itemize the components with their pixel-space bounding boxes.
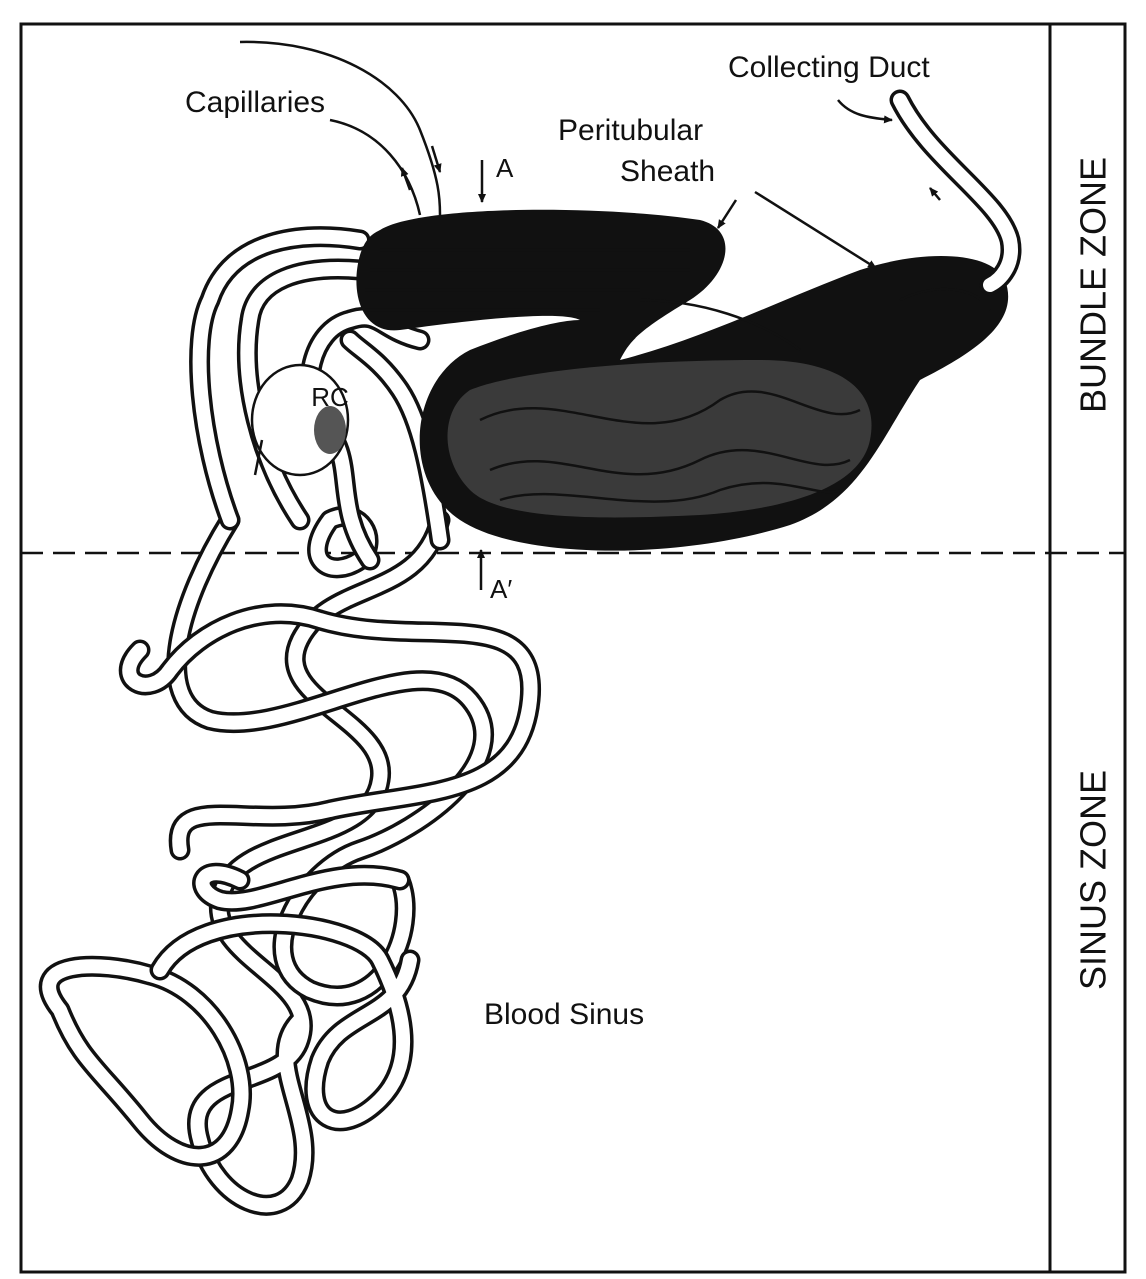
- section-a-prime-label: A′: [490, 574, 512, 604]
- peritubular-pointer-1: [716, 199, 738, 229]
- sinus-zone-label: SINUS ZONE: [1073, 770, 1114, 990]
- rc-label: RC: [311, 382, 349, 412]
- sinus-zone-tubule: [38, 505, 542, 1216]
- collecting-duct-label: Collecting Duct: [728, 51, 930, 84]
- rc-shading: [314, 406, 346, 454]
- peritubular-label-line2: Sheath: [620, 155, 715, 188]
- blood-sinus-label: Blood Sinus: [484, 998, 644, 1031]
- peritubular-pointer-2: [754, 190, 877, 270]
- bundle-zone-label: BUNDLE ZONE: [1073, 157, 1114, 413]
- collecting-duct-pointer: [837, 99, 893, 124]
- figure-frame: [19, 22, 1127, 1274]
- peritubular-sheath: [356, 209, 1009, 551]
- section-a-label: A: [496, 153, 514, 183]
- capillaries: [239, 40, 941, 216]
- collecting-duct: [889, 89, 1022, 296]
- capillaries-label: Capillaries: [185, 86, 325, 119]
- peritubular-label-line1: Peritubular: [558, 114, 703, 147]
